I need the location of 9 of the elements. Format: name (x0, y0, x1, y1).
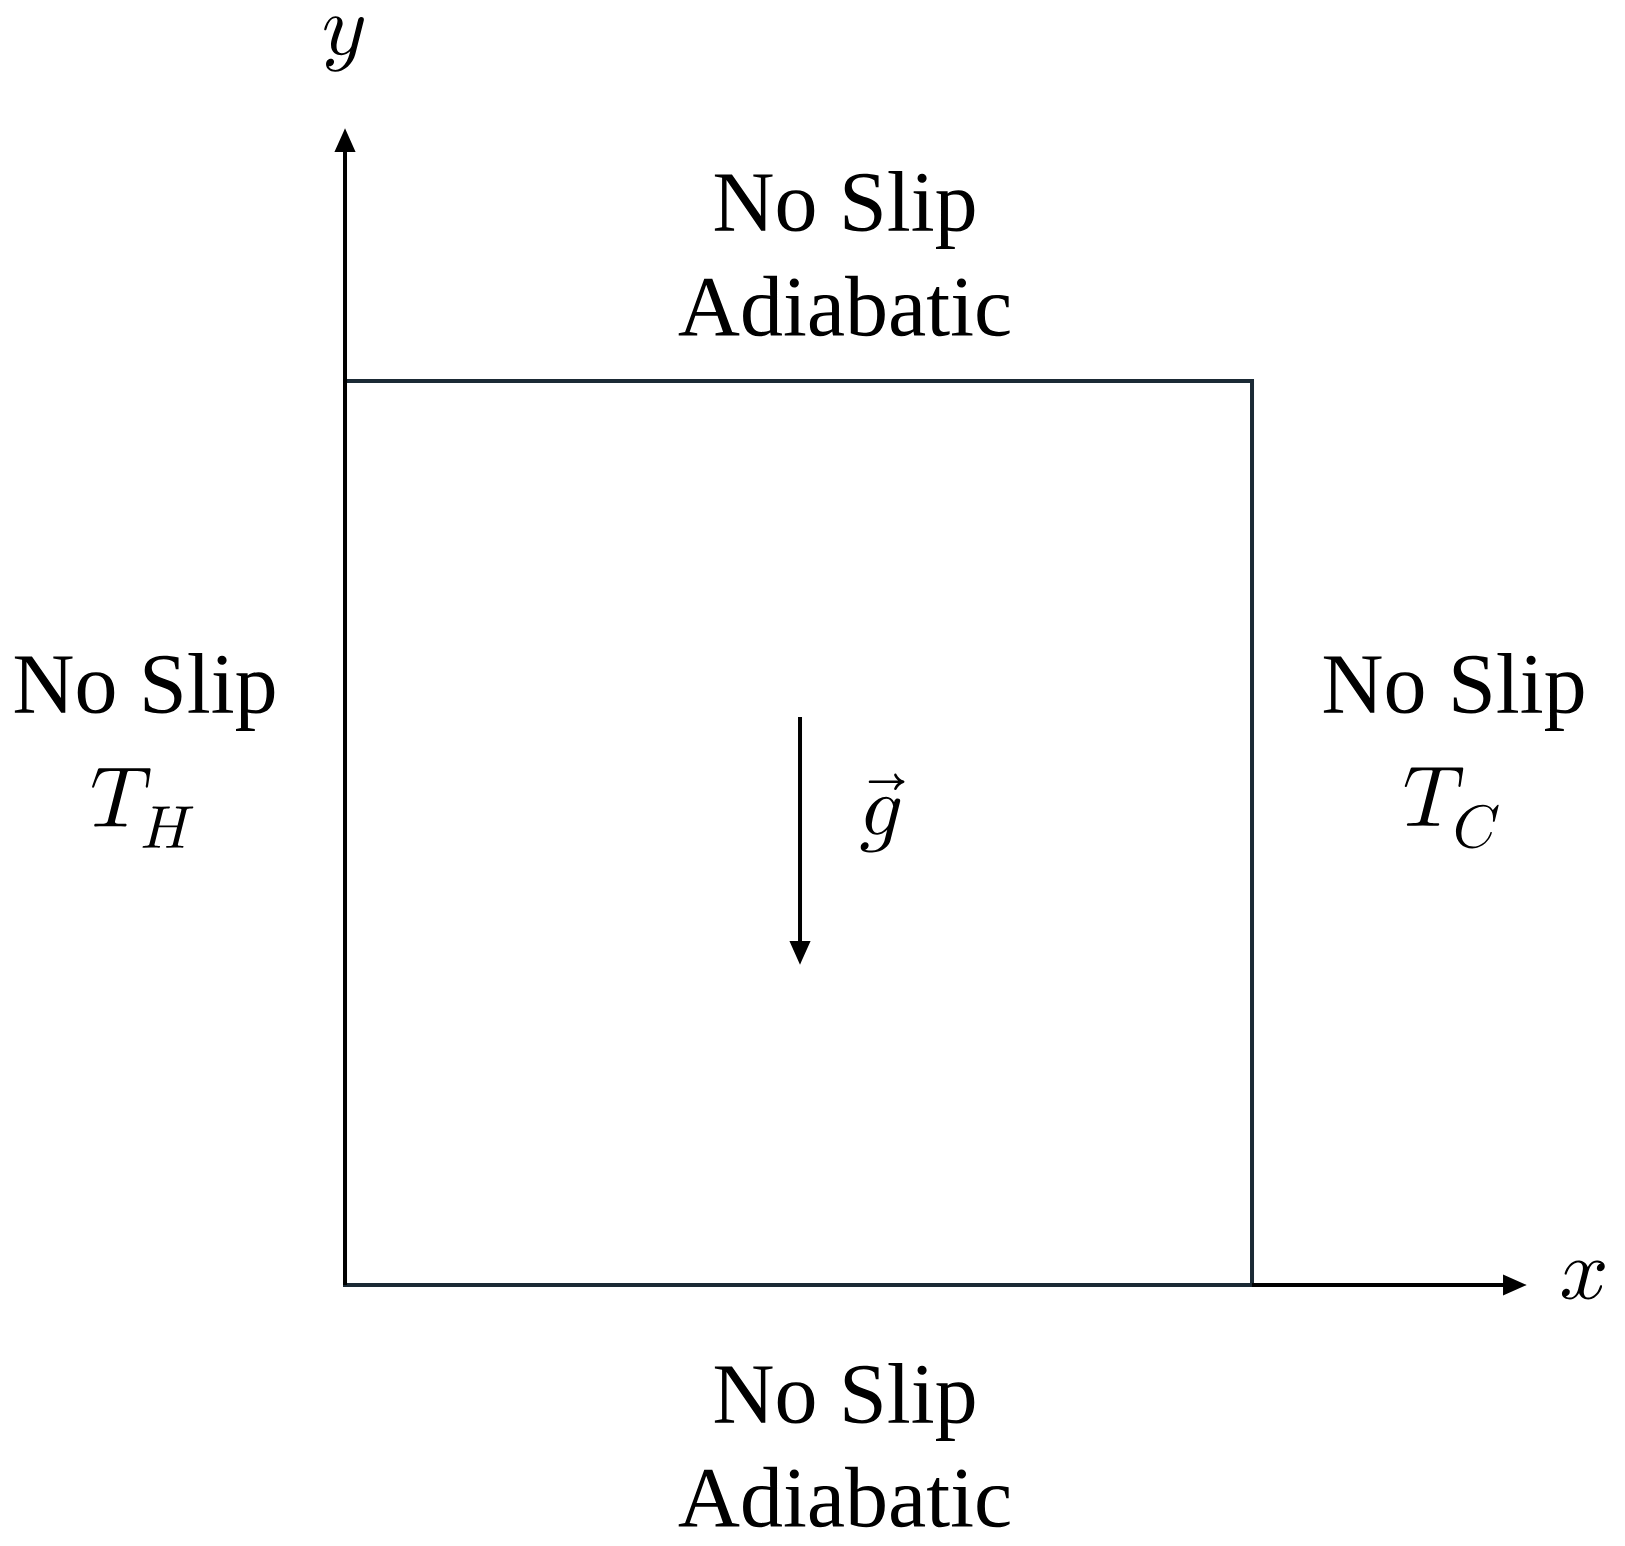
gravity-label: $\vec{g}$ (860, 773, 905, 853)
boundary-label: Adiabatic (678, 1466, 1010, 1528)
temperature-label: $T_H$ (92, 768, 194, 848)
boundary-label: No Slip (714, 171, 975, 249)
temperature-label: $T_C$ (1404, 767, 1499, 849)
axis-label: $x$ (1561, 1260, 1605, 1300)
boundary-label: No Slip (714, 1363, 975, 1441)
axis-label: $y$ (324, 16, 364, 72)
cavity-box (343, 379, 1254, 1287)
